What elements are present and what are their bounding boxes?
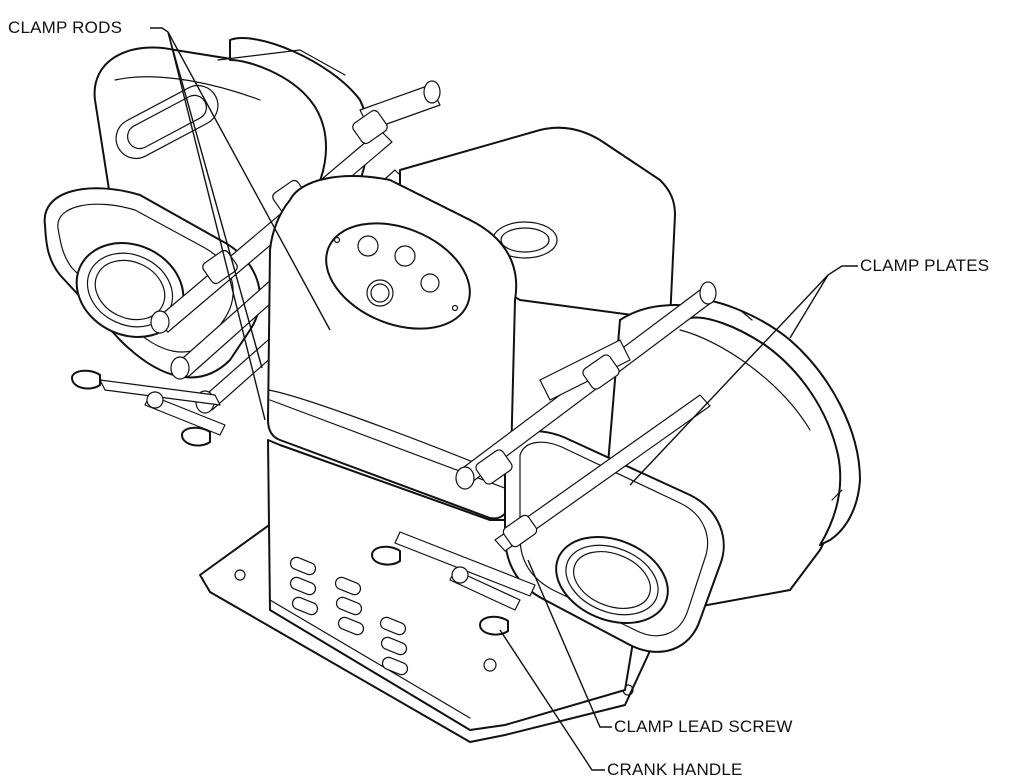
- label-clamp-lead-screw: CLAMP LEAD SCREW: [614, 717, 793, 736]
- vent-slots: [289, 556, 409, 676]
- label-clamp-rods: CLAMP RODS: [8, 18, 122, 37]
- central-housing: [267, 126, 676, 731]
- leader-lines: [150, 27, 858, 771]
- label-crank-handle: CRANK HANDLE: [607, 760, 743, 779]
- label-clamp-plates: CLAMP PLATES: [860, 256, 989, 275]
- right-clamp-assembly: [371, 281, 861, 653]
